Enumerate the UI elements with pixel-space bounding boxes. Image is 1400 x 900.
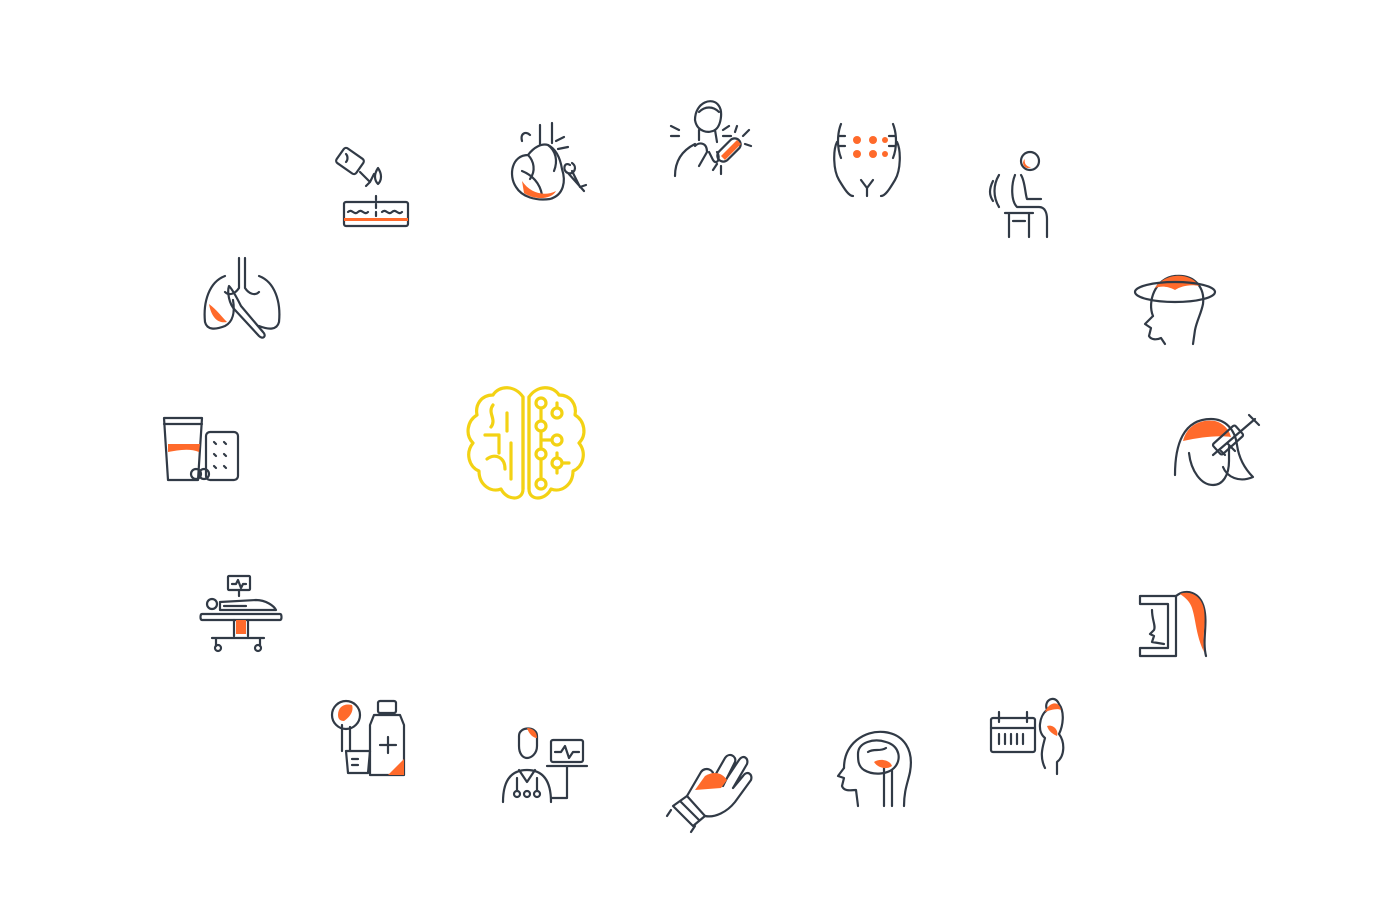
scalp-injection-icon xyxy=(1165,405,1265,505)
sore-throat-bacteria-icon xyxy=(665,90,765,190)
medicine-bottle-icon xyxy=(330,695,430,795)
dropper-skin-icon xyxy=(330,140,430,240)
lungs-scalpel-icon xyxy=(195,252,295,352)
dizziness-head-icon xyxy=(1125,258,1225,358)
hospital-bed-monitor-icon xyxy=(198,570,298,670)
head-scanner-icon xyxy=(1130,580,1230,680)
water-glass-pills-icon xyxy=(160,410,260,510)
head-brain-spine-icon xyxy=(830,720,930,820)
seated-tremor-icon xyxy=(985,145,1085,245)
doctor-monitor-icon xyxy=(497,718,597,818)
bandaged-hand-icon xyxy=(665,740,765,840)
heart-ribbon-icon xyxy=(500,115,600,215)
ai-brain-circuit-icon xyxy=(465,383,587,507)
pregnancy-calendar-icon xyxy=(985,690,1085,790)
abdomen-pain-icon xyxy=(817,110,917,210)
